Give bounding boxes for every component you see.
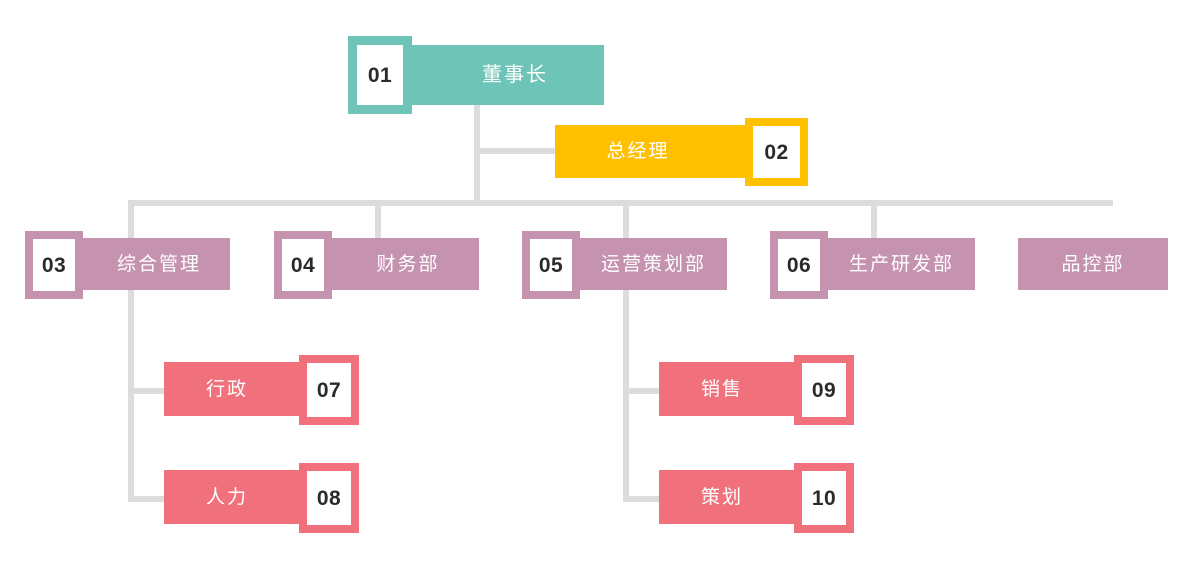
- connector-bus-level3: [131, 200, 1113, 206]
- org-node-chairman-badge[interactable]: 01: [348, 36, 412, 114]
- org-node-planning-badge[interactable]: 10: [794, 463, 854, 533]
- org-node-administration-label: 行政: [205, 378, 248, 400]
- connector-bus-drop-n05: [623, 200, 629, 244]
- org-node-human-resources-label: 人力: [205, 486, 248, 508]
- connector-bus-drop-n04: [375, 200, 381, 244]
- connector-root-to-n02: [474, 148, 559, 154]
- org-node-general-admin-label: 综合管理: [116, 253, 201, 275]
- org-node-administration-badge[interactable]: 07: [299, 355, 359, 425]
- org-node-general-admin-badge[interactable]: 03: [25, 231, 83, 299]
- org-node-finance-label: 财务部: [376, 253, 440, 275]
- connector-stem-root: [474, 104, 480, 206]
- org-node-sales-badge[interactable]: 09: [794, 355, 854, 425]
- connector-stem-n05: [623, 290, 629, 502]
- connector-bus-drop-n03: [128, 200, 134, 244]
- org-node-general-admin-number: 03: [41, 253, 67, 277]
- org-node-operations-planning-badge[interactable]: 05: [522, 231, 580, 299]
- org-node-finance-badge[interactable]: 04: [274, 231, 332, 299]
- connector-stem-n03: [128, 290, 134, 502]
- org-node-operations-planning-label: 运营策划部: [600, 253, 706, 275]
- org-node-general-manager-number: 02: [764, 140, 789, 164]
- org-node-human-resources-badge[interactable]: 08: [299, 463, 359, 533]
- org-node-administration-number: 07: [316, 378, 342, 402]
- org-node-chairman-number: 01: [367, 63, 393, 87]
- org-node-production-rd-badge[interactable]: 06: [770, 231, 828, 299]
- org-node-chairman-label: 董事长: [482, 64, 548, 86]
- org-node-general-manager-label: 总经理: [606, 141, 670, 162]
- org-node-finance-number: 04: [290, 253, 316, 277]
- org-node-planning-label: 策划: [700, 486, 743, 508]
- connector-n05-to-n09: [623, 388, 663, 394]
- connector-n03-to-n07: [128, 388, 168, 394]
- org-node-sales-number: 09: [811, 378, 837, 402]
- connector-n05-to-n10: [623, 496, 663, 502]
- org-node-production-rd-number: 06: [786, 253, 812, 277]
- org-node-human-resources-number: 08: [316, 486, 342, 510]
- org-node-quality-control-bar[interactable]: 品控部: [1018, 238, 1168, 290]
- connector-n03-to-n08: [128, 496, 168, 502]
- org-node-planning-number: 10: [811, 486, 837, 510]
- org-node-sales-label: 销售: [700, 378, 743, 400]
- org-node-operations-planning-number: 05: [538, 253, 564, 277]
- org-node-quality-control-label: 品控部: [1061, 253, 1125, 275]
- org-node-general-manager-badge[interactable]: 02: [745, 118, 808, 186]
- org-node-production-rd-label: 生产研发部: [848, 253, 954, 275]
- connector-bus-drop-n06: [871, 200, 877, 244]
